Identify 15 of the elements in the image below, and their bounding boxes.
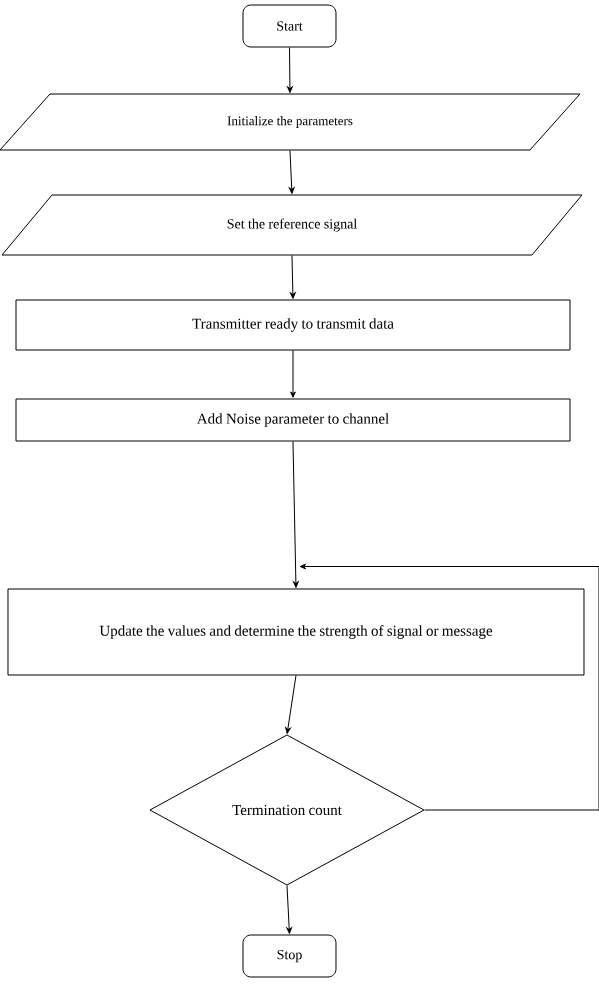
arrow xyxy=(286,885,292,934)
arrow xyxy=(292,441,299,588)
process-box: Add Noise parameter to channel xyxy=(15,398,571,442)
input-parallelogram: Set the reference signal xyxy=(1,194,583,256)
terminal-box: Stop xyxy=(242,934,337,978)
process-box: Transmitter ready to transmit data xyxy=(15,299,571,351)
arrow xyxy=(290,255,296,299)
arrow xyxy=(299,563,599,811)
process-box: Update the values and determine the strength of signal or message xyxy=(7,588,585,676)
arrow xyxy=(287,47,293,93)
arrow xyxy=(288,150,295,194)
arrow xyxy=(285,675,297,734)
input-parallelogram: Initialize the parameters xyxy=(0,93,581,151)
arrow xyxy=(290,350,296,398)
terminal-box: Start xyxy=(242,4,337,48)
